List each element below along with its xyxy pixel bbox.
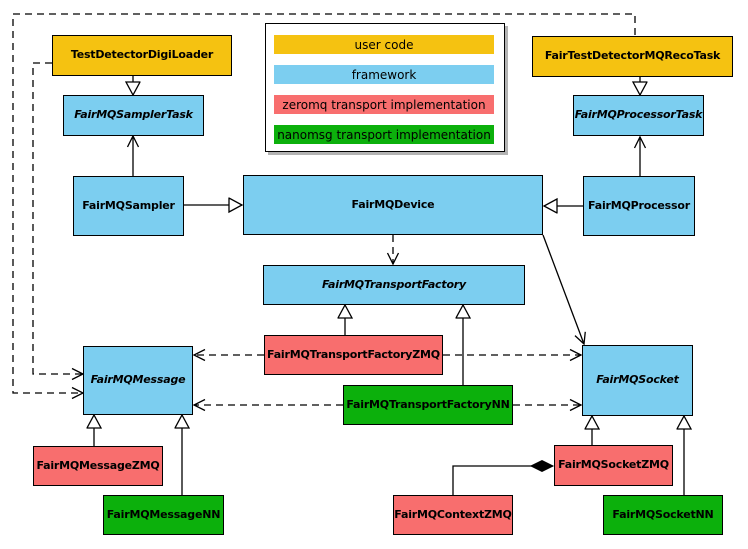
legend-item-framework: framework — [274, 65, 494, 84]
node-FairMQTransportFactory: FairMQTransportFactory — [263, 265, 525, 305]
node-FairMQMessage: FairMQMessage — [83, 346, 193, 415]
edge-contextzmq-socketzmq-composition — [452, 459, 555, 495]
node-FairMQTransportFactoryZMQ: FairMQTransportFactoryZMQ — [264, 335, 443, 375]
legend: user code framework zeromq transport imple… — [265, 23, 505, 152]
node-FairMQProcessorTask: FairMQProcessorTask — [573, 95, 704, 136]
node-FairMQSamplerTask: FairMQSamplerTask — [63, 95, 204, 136]
node-FairMQSampler: FairMQSampler — [73, 176, 184, 236]
edge-digiloader-message-dependency — [32, 62, 85, 381]
legend-item-user_code: user code — [274, 35, 494, 54]
node-FairMQContextZMQ: FairMQContextZMQ — [393, 495, 513, 535]
node-TestDetectorDigiLoader: TestDetectorDigiLoader — [52, 35, 232, 76]
edge-recotask-message-dependency — [12, 13, 636, 400]
node-FairMQTransportFactoryNN: FairMQTransportFactoryNN — [343, 385, 513, 425]
node-FairMQSocketNN: FairMQSocketNN — [603, 495, 723, 535]
node-FairMQDevice: FairMQDevice — [243, 175, 543, 235]
node-FairMQProcessor: FairMQProcessor — [583, 176, 695, 236]
legend-item-zeromq: zeromq transport implementation — [274, 95, 494, 114]
legend-rows: user code framework zeromq transport imple… — [274, 35, 504, 144]
legend-item-nanomsg: nanomsg transport implementation — [274, 125, 494, 144]
node-FairMQMessageZMQ: FairMQMessageZMQ — [33, 446, 163, 486]
node-FairMQSocket: FairMQSocket — [582, 345, 693, 416]
node-FairMQSocketZMQ: FairMQSocketZMQ — [554, 445, 673, 486]
node-FairTestDetectorMQRecoTask: FairTestDetectorMQRecoTask — [532, 36, 733, 77]
edge-device-socket-association — [542, 234, 586, 346]
node-FairMQMessageNN: FairMQMessageNN — [103, 495, 224, 535]
